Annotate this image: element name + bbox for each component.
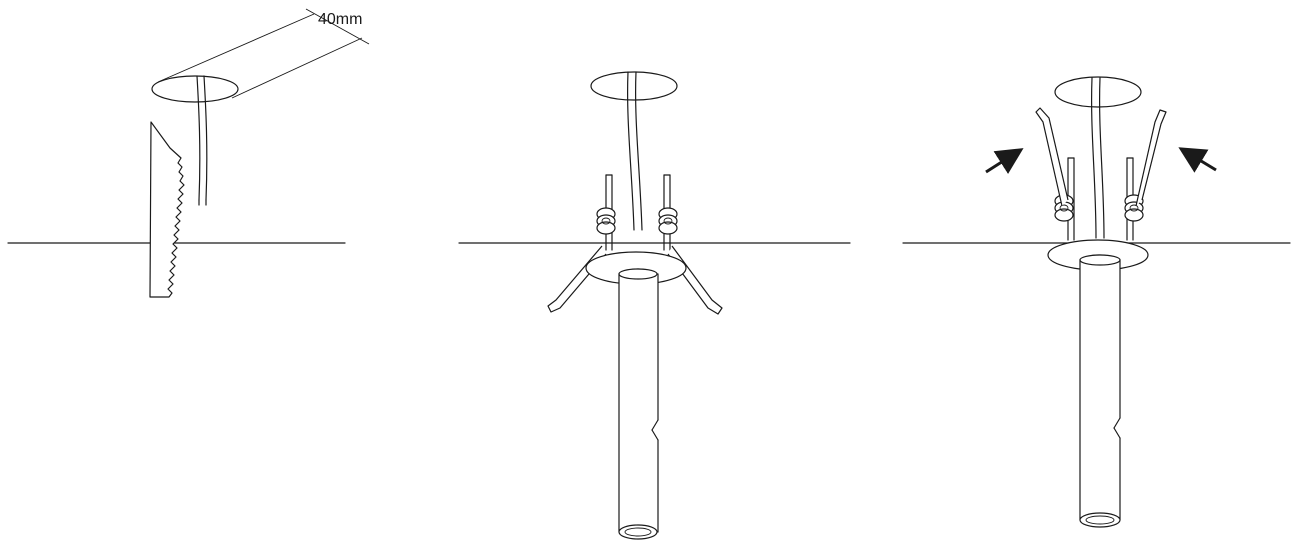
dimension-label: 40mm (318, 11, 362, 28)
ceiling-hole (151, 75, 239, 103)
step-2-insert-fitting (458, 71, 851, 540)
dimension-lines (157, 8, 370, 99)
ceiling-hole (590, 71, 678, 101)
saw-blade-icon (149, 121, 185, 298)
cable-icon (1090, 77, 1105, 239)
step-3-push-into-ceiling (902, 76, 1291, 528)
downlight-tube-icon (585, 251, 687, 540)
spring-clip-icon (1035, 107, 1167, 241)
cable-icon (196, 75, 208, 206)
arrow-icon (1178, 147, 1217, 173)
step-1-cut-hole: 40mm (7, 8, 370, 298)
cable-icon (627, 71, 643, 231)
ceiling-hole (1054, 76, 1142, 108)
downlight-tube-icon (1047, 239, 1149, 528)
arrow-icon (985, 148, 1024, 174)
